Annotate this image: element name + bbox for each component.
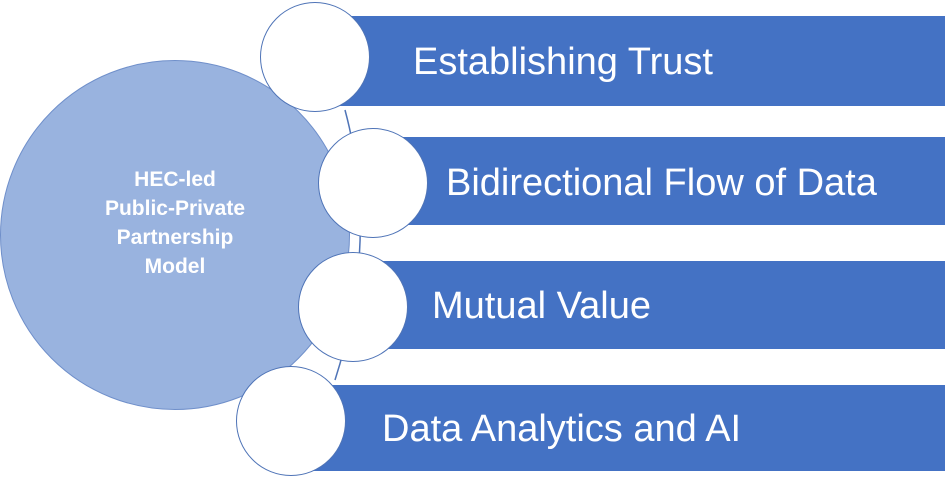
bar-data-analytics: [300, 385, 945, 471]
bubble-data-analytics: [236, 366, 346, 476]
hub-line-3: Partnership: [116, 226, 234, 249]
label-bidirectional-flow: Bidirectional Flow of Data: [446, 162, 877, 204]
bubble-mutual-value: [298, 252, 408, 362]
bubble-establishing-trust: [260, 2, 370, 112]
bar-establishing-trust: [300, 16, 945, 106]
hub-line-1: HEC-led: [134, 168, 216, 191]
bar-mutual-value: [360, 261, 945, 349]
hub-line-4: Model: [144, 255, 206, 278]
hub-line-2: Public-Private: [104, 197, 246, 220]
label-data-analytics: Data Analytics and AI: [382, 408, 742, 450]
hub-label: HEC-led Public-Private Partnership Model: [60, 165, 290, 281]
bar-bidirectional-flow: [370, 137, 945, 225]
hub-circle: [0, 60, 350, 410]
label-mutual-value: Mutual Value: [432, 285, 651, 327]
label-establishing-trust: Establishing Trust: [413, 41, 713, 83]
bubble-bidirectional-flow: [318, 128, 428, 238]
